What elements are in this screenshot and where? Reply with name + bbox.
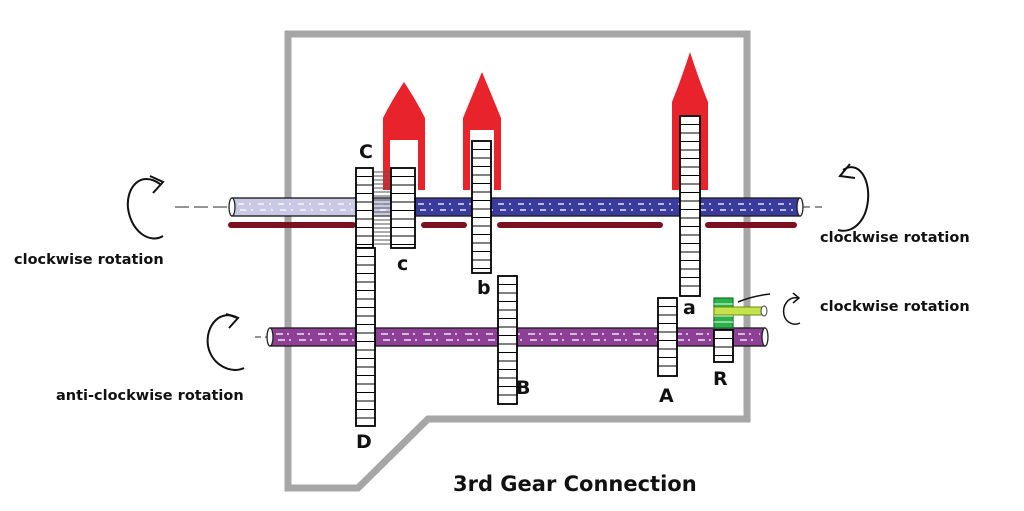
gear-label-c: c: [397, 253, 408, 275]
gear-label-C: C: [359, 141, 373, 163]
rotation-label-reverse: clockwise rotation: [820, 299, 970, 315]
selector-fork-b: [463, 72, 501, 190]
rotation-arrow-icon: [782, 292, 801, 325]
lay-bars: [228, 222, 797, 228]
gear-label-D: D: [356, 431, 372, 453]
gear-D: [355, 247, 376, 427]
gear-label-B: B: [516, 377, 530, 399]
rotation-label-main-right: clockwise rotation: [820, 230, 970, 246]
rotation-arrow-icon: [126, 175, 165, 240]
gearbox-housing: [284, 30, 751, 492]
reverse-idler-shaft-end: [760, 305, 768, 317]
gear-a: [679, 115, 701, 297]
selector-fork-a: [672, 52, 708, 190]
main-shaft-left-end: [228, 197, 236, 217]
dog-clutch: [374, 171, 390, 245]
main-shaft-right-section: [391, 197, 801, 217]
gear-R: [713, 329, 734, 363]
gear-label-R: R: [713, 368, 728, 390]
main-shaft: [175, 197, 822, 217]
main-shaft-right-end: [796, 197, 804, 217]
counter-shaft-right-end: [761, 327, 769, 347]
gear-b: [471, 140, 492, 274]
selector-fork-c: [383, 82, 425, 190]
gear-A: [657, 297, 678, 377]
rotation-label-counter-left: anti-clockwise rotation: [56, 388, 244, 404]
lay-bar: [705, 222, 797, 228]
gear-C: [355, 167, 374, 249]
gear-label-A: A: [659, 385, 674, 407]
lay-bar: [421, 222, 467, 228]
gear-label-a: a: [683, 297, 696, 319]
selector-forks: [383, 52, 708, 190]
diagram-title: 3rd Gear Connection: [453, 472, 697, 496]
reverse-idler-arrow: [737, 293, 771, 303]
lay-bar: [228, 222, 356, 228]
gear-c: [390, 167, 416, 249]
rotation-label-main-left: clockwise rotation: [14, 252, 164, 268]
lay-bar: [497, 222, 663, 228]
gear-B: [497, 275, 518, 405]
reverse-idler-shaft: [713, 306, 765, 316]
counter-shaft-left-end: [266, 327, 274, 347]
rotation-arrow-icon: [837, 163, 870, 232]
rotation-arrow-icon: [206, 313, 245, 371]
gear-label-b: b: [477, 277, 491, 299]
reverse-idler: [713, 293, 771, 317]
